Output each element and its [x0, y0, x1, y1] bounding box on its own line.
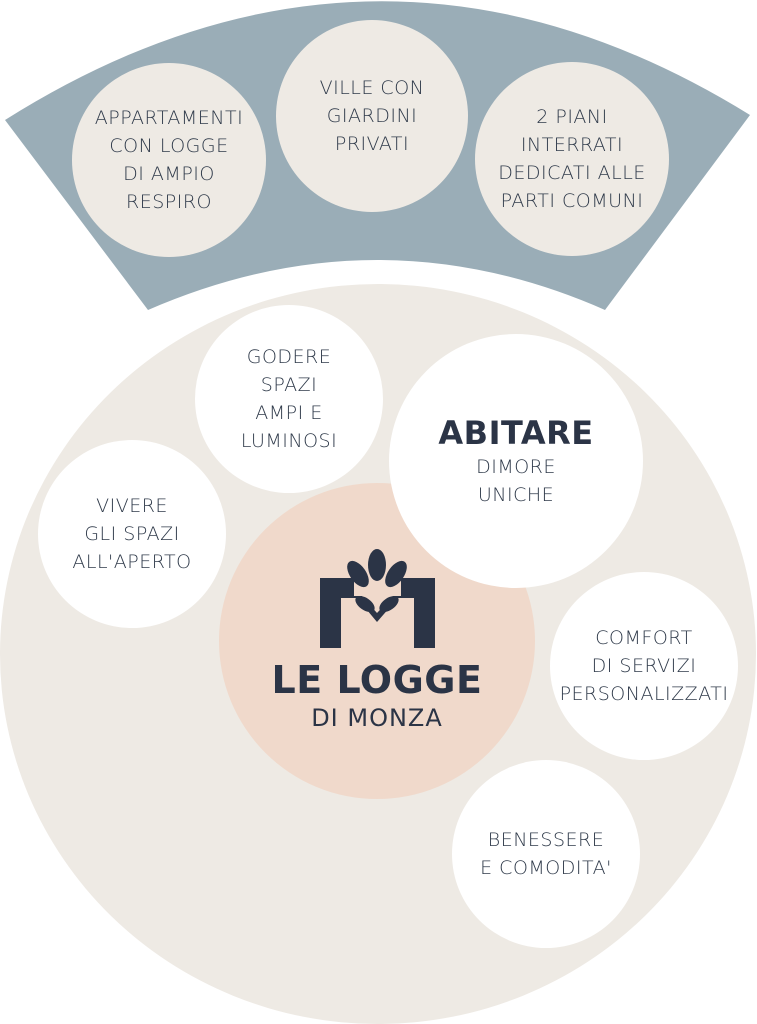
feature-piani-interrati: 2 PIANI INTERRATI DEDICATI ALLE PARTI CO… [475, 62, 669, 256]
benefit-line: LUMINOSI [240, 430, 338, 452]
brand-subtitle: DI MONZA [311, 704, 443, 732]
benefit-line: PERSONALIZZATI [559, 683, 729, 705]
benefit-line: E COMODITA' [480, 857, 612, 879]
leaf-m-logo-icon [319, 549, 435, 648]
benefit-comfort: COMFORT DI SERVIZI PERSONALIZZATI [550, 572, 738, 760]
abitare-line: DIMORE [476, 456, 556, 478]
brand-name: LE LOGGE [271, 658, 483, 702]
benefit-line: AMPI E [255, 402, 323, 424]
abitare-title: ABITARE [438, 414, 594, 452]
feature-line: RESPIRO [126, 191, 212, 213]
benefit-benessere: BENESSERE E COMODITA' [452, 760, 640, 948]
feature-line: DI AMPIO [123, 163, 215, 185]
feature-line: APPARTAMENTI [94, 107, 244, 129]
feature-line: DEDICATI ALLE [498, 162, 646, 184]
benefit-line: SPAZI [260, 374, 318, 396]
benefit-line: GODERE [246, 346, 332, 368]
feature-ville: VILLE CON GIARDINI PRIVATI [276, 20, 468, 212]
abitare-circle: ABITARE DIMORE UNICHE [389, 334, 643, 588]
feature-line: 2 PIANI [536, 106, 608, 128]
feature-appartamenti: APPARTAMENTI CON LOGGE DI AMPIO RESPIRO [72, 63, 266, 257]
benefit-line: VIVERE [96, 495, 168, 517]
benefit-line: GLI SPAZI [84, 523, 180, 545]
benefit-line: COMFORT [595, 627, 693, 649]
feature-line: GIARDINI [326, 105, 418, 127]
benefit-aperto: VIVERE GLI SPAZI ALL'APERTO [38, 440, 226, 628]
feature-line: PRIVATI [334, 133, 410, 155]
abitare-line: UNICHE [477, 484, 555, 506]
benefit-line: ALL'APERTO [72, 551, 192, 573]
feature-line: CON LOGGE [109, 135, 229, 157]
feature-line: INTERRATI [520, 134, 624, 156]
benefit-spazi-ampi: GODERE SPAZI AMPI E LUMINOSI [195, 305, 383, 493]
feature-line: PARTI COMUNI [500, 190, 644, 212]
benefit-line: BENESSERE [487, 829, 605, 851]
benefit-line: DI SERVIZI [591, 655, 697, 677]
feature-line: VILLE CON [319, 77, 425, 99]
